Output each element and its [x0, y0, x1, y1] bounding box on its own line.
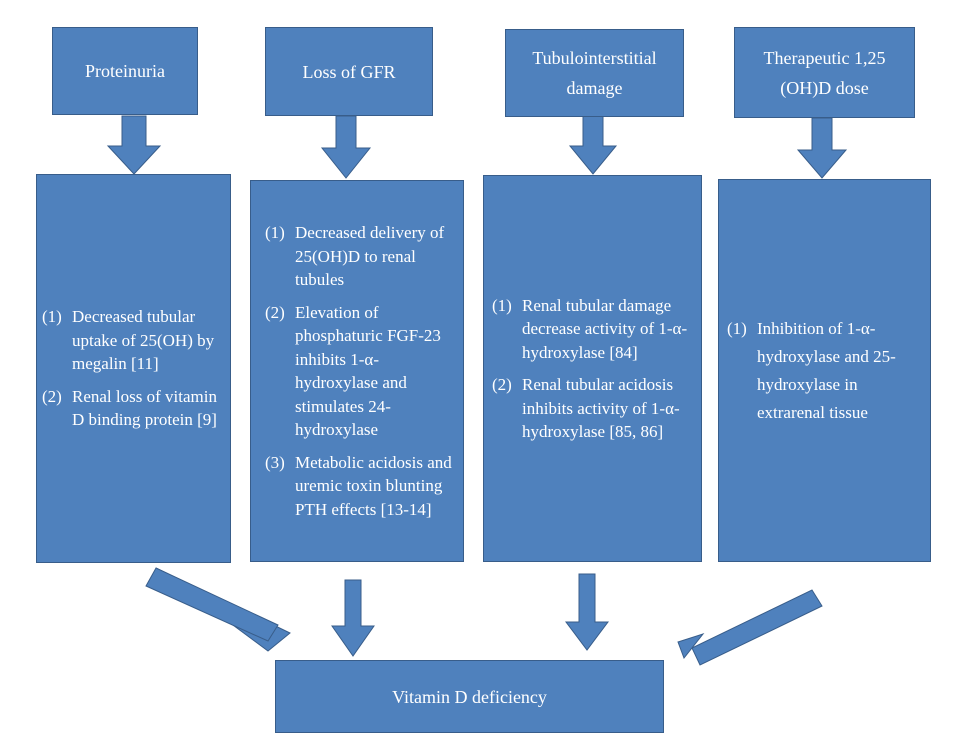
header-therapeutic-dose-label: Therapeutic 1,25 (OH)D dose — [763, 47, 886, 98]
list-item: (1) Inhibition of 1-α-hydroxylase and 25… — [727, 315, 922, 427]
list-item: (1) Decreased delivery of 25(OH)D to ren… — [265, 221, 455, 292]
list-item: (3) Metabolic acidosis and uremic toxin … — [265, 451, 455, 522]
header-loss-of-gfr: Loss of GFR — [265, 27, 433, 116]
header-therapeutic-dose: Therapeutic 1,25 (OH)D dose — [734, 27, 915, 118]
item-number: (1) — [265, 223, 285, 242]
item-text: Renal tubular damage decrease activity o… — [522, 295, 688, 362]
arrow-down-3 — [568, 115, 618, 175]
item-text: Renal tubular acidosis inhibits activity… — [522, 375, 680, 441]
arrow-down-5 — [331, 579, 375, 657]
item-number: (3) — [265, 452, 285, 472]
item-text: Metabolic acidosis and uremic toxin blun… — [295, 452, 452, 519]
list-item: (1) Renal tubular damage decrease activi… — [492, 294, 689, 365]
outcome-box: Vitamin D deficiency — [275, 660, 664, 733]
item-number: (2) — [492, 375, 512, 394]
list-item: (1) Decreased tubular uptake of 25(OH) b… — [42, 305, 222, 376]
item-number: (2) — [265, 302, 285, 322]
item-text: Inhibition of 1-α-hydroxylase and 25-hyd… — [757, 318, 896, 422]
header-tubulointerstitial-label: Tubulointerstitial damage — [532, 48, 657, 98]
mechanism-box-gfr: (1) Decreased delivery of 25(OH)D to ren… — [250, 180, 464, 562]
item-number: (1) — [42, 307, 62, 327]
header-proteinuria-label: Proteinuria — [85, 61, 165, 81]
item-text: Renal loss of vitamin D binding protein … — [72, 386, 217, 430]
arrow-down-6 — [565, 573, 609, 651]
mechanism-box-therapeutic: (1) Inhibition of 1-α-hydroxylase and 25… — [718, 179, 931, 562]
arrow-diag-right-head — [677, 633, 705, 660]
arrow-down-4 — [796, 117, 848, 179]
mechanism-box-proteinuria: (1) Decreased tubular uptake of 25(OH) b… — [36, 174, 231, 563]
header-tubulointerstitial: Tubulointerstitial damage — [505, 29, 684, 117]
arrow-down-2 — [320, 115, 372, 179]
list-item: (2) Elevation of phosphaturic FGF-23 inh… — [265, 301, 455, 442]
mechanism-box-tubulointerstitial: (1) Renal tubular damage decrease activi… — [483, 175, 702, 562]
list-item: (2) Renal tubular acidosis inhibits acti… — [492, 373, 689, 444]
item-number: (1) — [727, 318, 747, 338]
header-proteinuria: Proteinuria — [52, 27, 198, 115]
item-text: Elevation of phosphaturic FGF-23 inhibit… — [295, 302, 441, 440]
item-number: (2) — [42, 386, 62, 406]
list-item: (2) Renal loss of vitamin D binding prot… — [42, 385, 222, 432]
header-loss-of-gfr-label: Loss of GFR — [302, 61, 396, 82]
arrow-diag-left-shaft — [145, 567, 279, 642]
outcome-label: Vitamin D deficiency — [392, 686, 547, 707]
arrow-diag-right — [691, 589, 823, 666]
arrow-down-1 — [106, 115, 162, 175]
item-text: Decreased delivery of 25(OH)D to renal t… — [295, 223, 445, 289]
item-text: Decreased tubular uptake of 25(OH) by me… — [72, 307, 215, 374]
item-number: (1) — [492, 295, 512, 315]
